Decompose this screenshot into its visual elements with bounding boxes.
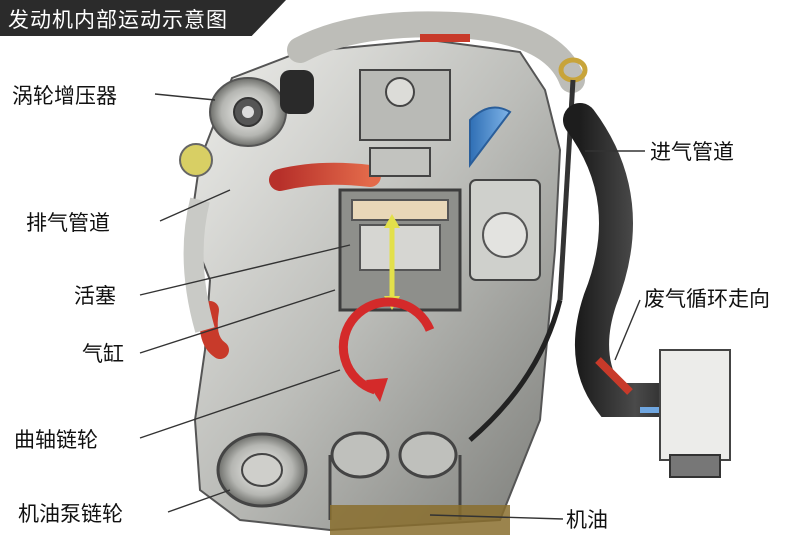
oil-pump: [216, 432, 308, 508]
crank-rotation-arrow: [338, 297, 435, 395]
cylinder-head: [359, 69, 451, 177]
label-turbocharger: 涡轮增压器: [12, 84, 117, 108]
label-crankshaft-sprocket: 曲轴链轮: [14, 428, 98, 452]
timing-gears: [328, 431, 462, 520]
egr-flow-red: [595, 357, 633, 395]
right-accessory: [469, 179, 541, 281]
egr-valve: [659, 349, 731, 461]
label-piston: 活塞: [74, 284, 116, 308]
upper-intake-tube: [287, 11, 585, 93]
left-pipe: [183, 197, 215, 333]
exhaust-pipe: [269, 162, 381, 191]
label-cylinder: 气缸: [82, 342, 124, 366]
turbocharger: [179, 70, 314, 177]
title-bar: [0, 0, 286, 36]
label-engine-oil: 机油: [566, 508, 608, 532]
label-egr-direction: 废气循环走向: [644, 287, 770, 311]
label-oil-pump-sprocket: 机油泵链轮: [18, 502, 123, 526]
leader-lines: [139, 93, 645, 520]
label-exhaust-pipe: 排气管道: [26, 211, 110, 235]
cylinder-assembly: [338, 188, 462, 312]
diagram-title: 发动机内部运动示意图: [8, 8, 228, 32]
intake-manifold: [469, 106, 512, 168]
egr-hose: [563, 103, 707, 417]
egr-connector: [669, 454, 721, 478]
label-intake-pipe: 进气管道: [650, 140, 734, 164]
oil-sump: [330, 505, 510, 535]
